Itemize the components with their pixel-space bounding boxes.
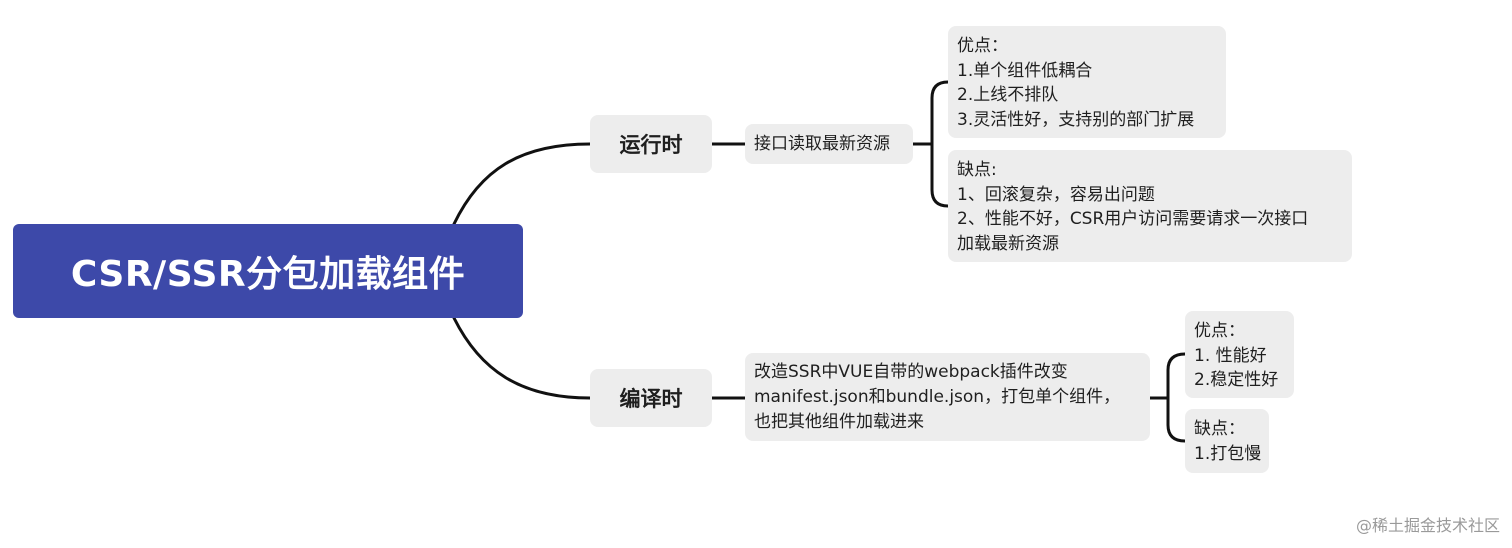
branch-compile-label: 编译时 — [619, 387, 683, 411]
runtime-pros-item: 3.灵活性好，支持别的部门扩展 — [957, 109, 1195, 130]
runtime-pros-node: 优点： 1.单个组件低耦合 2.上线不排队 3.灵活性好，支持别的部门扩展 — [948, 26, 1226, 138]
runtime-cons-item: 加载最新资源 — [957, 233, 1059, 254]
branch-runtime: 运行时 — [590, 115, 712, 173]
compile-cons-node: 缺点： 1.打包慢 — [1185, 409, 1269, 473]
compile-cons-heading: 缺点： — [1194, 419, 1245, 439]
compile-pros-item: 1. 性能好 — [1194, 345, 1267, 366]
runtime-mechanism-line: 接口读取最新资源 — [754, 133, 890, 154]
runtime-cons-item: 1、回滚复杂，容易出问题 — [957, 184, 1155, 205]
root-title: CSR/SSR分包加载组件 — [70, 254, 466, 295]
compile-mechanism-line: manifest.json和bundle.json，打包单个组件， — [754, 386, 1121, 407]
connector-root-to-runtime — [452, 142, 592, 226]
branch-compile: 编译时 — [590, 369, 712, 427]
runtime-mechanism-node: 接口读取最新资源 — [745, 124, 913, 164]
compile-pros-item: 2.稳定性好 — [1194, 370, 1279, 390]
runtime-pros-heading: 优点： — [957, 36, 1008, 56]
runtime-pros-item: 2.上线不排队 — [957, 85, 1059, 105]
branch-runtime-label: 运行时 — [619, 133, 683, 157]
compile-pros-node: 优点： 1. 性能好 2.稳定性好 — [1185, 311, 1294, 398]
compile-pros-heading: 优点： — [1194, 321, 1245, 341]
runtime-cons-item: 2、性能不好，CSR用户访问需要请求一次接口 — [957, 209, 1309, 229]
watermark-text: @稀土掘金技术社区 — [1355, 516, 1500, 535]
connector-root-to-compile — [452, 316, 592, 400]
bracket-compile-leaves — [1148, 352, 1187, 443]
compile-cons-item: 1.打包慢 — [1194, 443, 1262, 464]
root-topic: CSR/SSR分包加载组件 — [13, 224, 523, 318]
runtime-pros-item: 1.单个组件低耦合 — [957, 60, 1093, 81]
compile-mechanism-node: 改造SSR中VUE自带的webpack插件改变 manifest.json和bu… — [745, 353, 1150, 441]
bracket-runtime-leaves — [911, 80, 950, 208]
compile-mechanism-line: 也把其他组件加载进来 — [754, 411, 924, 432]
compile-mechanism-line: 改造SSR中VUE自带的webpack插件改变 — [754, 361, 1068, 382]
runtime-cons-heading: 缺点: — [957, 160, 997, 180]
runtime-cons-node: 缺点: 1、回滚复杂，容易出问题 2、性能不好，CSR用户访问需要请求一次接口 … — [948, 150, 1352, 262]
